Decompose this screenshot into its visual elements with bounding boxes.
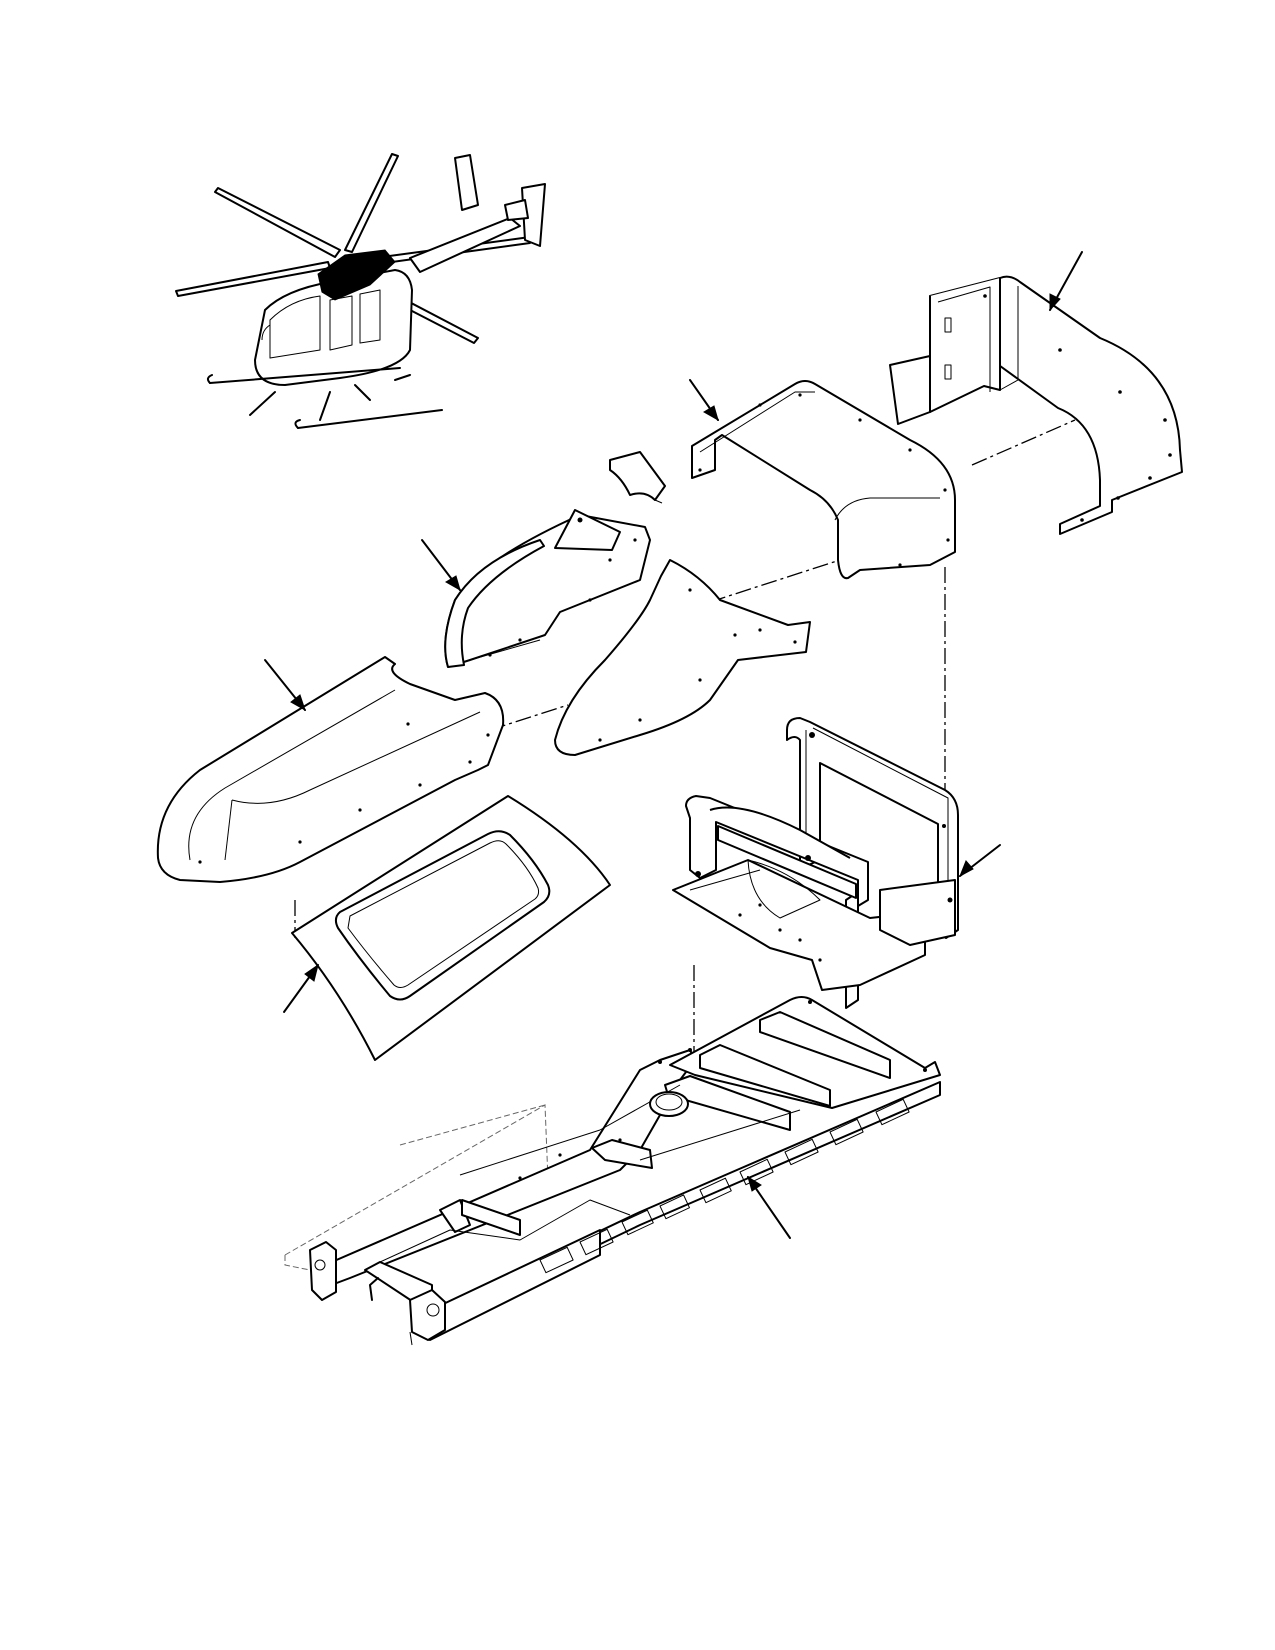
support-frame (672, 717, 1001, 1009)
duct-piece (609, 451, 666, 504)
forward-fairing (156, 656, 505, 883)
mid-fairing (689, 379, 956, 580)
aft-doghouse (421, 509, 651, 668)
access-panel (283, 795, 611, 1061)
floor-structure (284, 996, 941, 1346)
rear-fairing (889, 251, 1183, 535)
helicopter-locator-icon (175, 153, 546, 429)
side-panel (554, 559, 811, 756)
